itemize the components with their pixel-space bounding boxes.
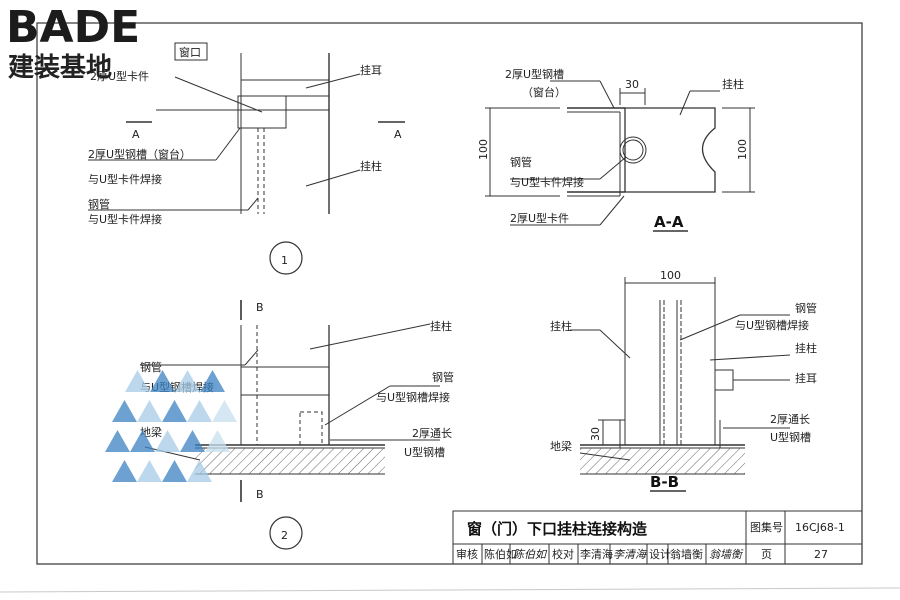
d2-channel-label-line1: 2厚通长	[412, 427, 452, 440]
title-block-title: 窗（门）下口挂柱连接构造	[467, 520, 647, 538]
aa-channel-label-line1: 2厚U型钢槽	[505, 67, 564, 81]
logo-brand-text: BADE	[6, 2, 140, 53]
d2-pipe-right-line1: 钢管	[432, 370, 454, 384]
aa-pillar-label: 挂柱	[722, 77, 744, 91]
window-tag: 窗口	[179, 45, 201, 59]
bb-channel-label-line1: 2厚通长	[770, 413, 810, 426]
aa-dim-100-right: 100	[736, 139, 749, 160]
channel-note-line2: 与U型卡件焊接	[88, 172, 162, 186]
detail-number-2: 2	[281, 529, 288, 542]
aa-channel-label-line2: （窗台）	[522, 85, 566, 99]
hook-label: 挂耳	[360, 63, 382, 77]
logo-name-text: 建装基地	[8, 53, 112, 83]
section-mark-a-right: A	[394, 128, 402, 141]
d2-pipe-label-line1: 钢管	[140, 360, 162, 374]
designer-signature: 翁墙衡	[709, 548, 744, 561]
bb-dim-100: 100	[660, 269, 681, 282]
atlas-number-label: 图集号	[750, 520, 783, 534]
reviewer-name: 陈伯如	[484, 547, 517, 561]
watermark-triangles	[105, 370, 237, 482]
drawing-border	[36, 22, 863, 565]
section-b-b	[570, 277, 791, 492]
checker-name: 李清海	[580, 547, 613, 561]
section-title-b-b: B-B	[650, 473, 679, 491]
clip-label-partial: 2厚U型卡件	[90, 69, 149, 83]
detail-number-1: 1	[281, 254, 288, 267]
aa-pipe-label-line2: 与U型卡件焊接	[510, 175, 584, 189]
section-title-a-a: A-A	[654, 213, 684, 231]
checker-signature: 李清海	[613, 548, 648, 561]
bb-pipe-label-line1: 钢管	[795, 301, 817, 315]
bb-hook-label: 挂耳	[795, 371, 817, 385]
d2-pipe-right-line2: 与U型钢槽焊接	[376, 390, 450, 404]
pipe-note-line2: 与U型卡件焊接	[88, 212, 162, 226]
title-block	[452, 510, 863, 565]
review-label: 审核	[456, 547, 478, 561]
page-number: 27	[814, 548, 828, 561]
pillar-label-1: 挂柱	[360, 159, 382, 173]
designer-name: 翁墙衡	[670, 547, 703, 561]
channel-note-line1: 2厚U型钢槽（窗台）	[88, 147, 191, 161]
aa-clip-label: 2厚U型卡件	[510, 211, 569, 225]
design-label: 设计	[649, 548, 671, 561]
bb-pillar-label-right: 挂柱	[795, 341, 817, 355]
scan-fold-line	[0, 587, 900, 593]
check-label: 校对	[552, 547, 574, 561]
section-mark-b-top: B	[256, 301, 264, 314]
aa-dim-30: 30	[625, 78, 639, 91]
section-mark-b-bottom: B	[256, 488, 264, 501]
detail-1	[88, 53, 405, 275]
pipe-note-line1: 钢管	[88, 197, 110, 211]
reviewer-signature: 陈伯如	[513, 548, 548, 561]
atlas-number-value: 16CJ68-1	[795, 521, 845, 534]
pillar-label-2: 挂柱	[430, 319, 452, 333]
bb-pillar-label-left: 挂柱	[550, 319, 572, 333]
section-mark-a-left: A	[132, 128, 140, 141]
section-a-a	[485, 80, 755, 232]
aa-dim-100-left: 100	[477, 139, 490, 160]
bb-ground-beam-label: 地梁	[550, 439, 572, 453]
bb-pipe-label-line2: 与U型钢槽焊接	[735, 318, 809, 332]
page-label: 页	[761, 548, 772, 561]
bb-dim-30: 30	[589, 427, 602, 441]
bb-channel-label-line2: U型钢槽	[770, 430, 811, 444]
window-tag-box	[174, 42, 208, 61]
brand-logo: BADE 建装基地	[6, 2, 140, 83]
aa-pipe-label-line1: 钢管	[510, 155, 532, 169]
detail-2	[140, 300, 440, 550]
d2-channel-label-line2: U型钢槽	[404, 445, 445, 459]
